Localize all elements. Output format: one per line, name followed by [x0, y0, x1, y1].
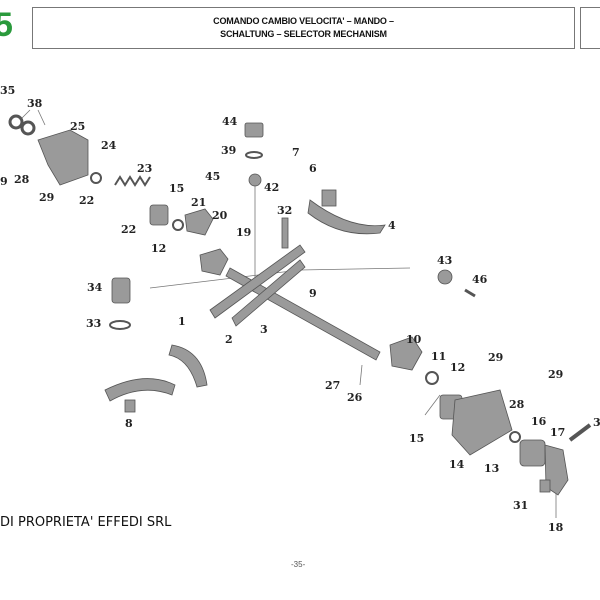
- housing-part-14: [451, 389, 513, 456]
- callout-15b: 15: [409, 432, 425, 445]
- callout-35: 35: [0, 84, 16, 97]
- callout-3-right: 3: [593, 416, 600, 429]
- callout-28b: 28: [509, 398, 525, 411]
- plug-part-34: [111, 277, 131, 304]
- ownership-notice: DI PROPRIETA' EFFEDI SRL: [0, 515, 172, 530]
- callout-6: 6: [309, 162, 317, 175]
- fork-part-4: [307, 199, 386, 235]
- callout-16: 16: [531, 415, 547, 428]
- callout-12b: 12: [450, 361, 466, 374]
- callout-29: 29: [39, 191, 55, 204]
- callout-23: 23: [137, 162, 153, 175]
- leader-lines: [19, 109, 557, 518]
- callout-22b: 22: [121, 223, 137, 236]
- lever-part-10: [389, 336, 423, 371]
- callout-3: 3: [260, 323, 268, 336]
- callout-15: 15: [169, 182, 185, 195]
- callout-27: 27: [325, 379, 341, 392]
- section-number: 5: [0, 6, 13, 44]
- title-line-1: COMANDO CAMBIO VELOCITA' – MANDO –: [213, 16, 394, 26]
- callout-20: 20: [212, 209, 228, 222]
- lever-part-20: [184, 208, 214, 236]
- callout-39: 39: [221, 144, 237, 157]
- callout-34: 34: [87, 281, 103, 294]
- callout-13: 13: [484, 462, 500, 475]
- callout-11: 11: [431, 350, 447, 363]
- callout-26: 26: [347, 391, 363, 404]
- callout-32: 32: [277, 204, 293, 217]
- callout-4: 4: [388, 219, 396, 232]
- callout-42: 42: [264, 181, 280, 194]
- callout-9-left: 9: [0, 175, 8, 188]
- page-number: -35-: [291, 560, 306, 569]
- cap-part-44: [244, 122, 264, 138]
- callout-25: 25: [70, 120, 86, 133]
- callout-45: 45: [205, 170, 221, 183]
- title-side-box: [580, 7, 600, 49]
- fork-part-8: [104, 378, 176, 402]
- callout-31: 31: [513, 499, 529, 512]
- callout-1: 1: [178, 315, 186, 328]
- housing-part-25: [37, 129, 89, 186]
- callout-29b: 29: [488, 351, 504, 364]
- callout-21: 21: [191, 196, 207, 209]
- callout-8: 8: [125, 417, 133, 430]
- callout-14: 14: [449, 458, 465, 471]
- parts: [8, 114, 592, 496]
- callout-22: 22: [79, 194, 95, 207]
- callout-10: 10: [406, 333, 422, 346]
- callout-12: 12: [151, 242, 167, 255]
- page-title: COMANDO CAMBIO VELOCITA' – MANDO – SCHAL…: [32, 7, 575, 49]
- callout-7: 7: [292, 146, 300, 159]
- callout-24: 24: [101, 139, 117, 152]
- callout-44: 44: [222, 115, 238, 128]
- callout-18: 18: [548, 521, 564, 534]
- callout-29c: 29: [548, 368, 564, 381]
- callout-9: 9: [309, 287, 317, 300]
- callout-17: 17: [550, 426, 566, 439]
- callout-46: 46: [472, 273, 488, 286]
- callout-38: 38: [27, 97, 43, 110]
- bush-part-15: [149, 204, 169, 226]
- callout-43: 43: [437, 254, 453, 267]
- callout-33: 33: [86, 317, 102, 330]
- callout-19: 19: [236, 226, 252, 239]
- callout-28: 28: [14, 173, 30, 186]
- callout-2: 2: [225, 333, 233, 346]
- title-line-2: SCHALTUNG – SELECTOR MECHANISM: [220, 29, 387, 39]
- bush-part-13: [519, 439, 546, 467]
- lever-part-19: [199, 248, 229, 276]
